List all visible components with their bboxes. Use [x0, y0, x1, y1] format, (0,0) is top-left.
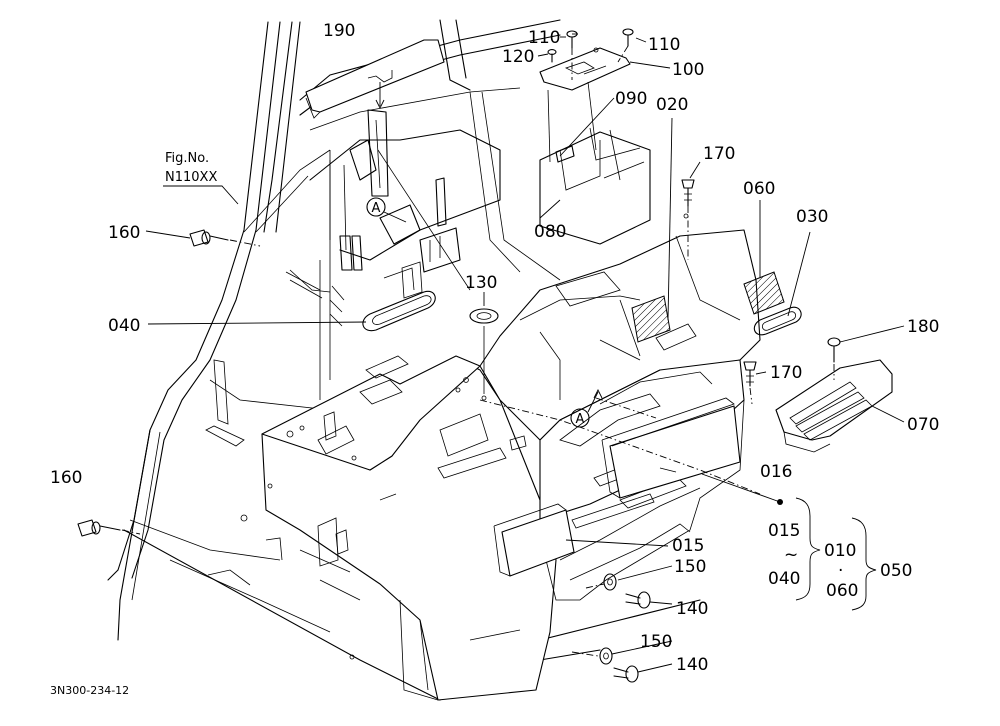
label-160-top: 160	[108, 223, 140, 243]
bolt-160-top	[189, 229, 229, 247]
assembly-brackets	[795, 497, 877, 611]
bolt-140-upper	[625, 591, 651, 609]
fig-no-callout: Fig.No. N110XX	[163, 151, 239, 205]
rear-bracket-assembly	[289, 109, 501, 327]
label-170-top: 170	[703, 144, 735, 164]
washer-150-lower	[599, 647, 613, 665]
part-130-grommet	[469, 292, 499, 394]
part-labels: 190 110 110 120 100 090 020 170 060 030 …	[50, 21, 939, 675]
label-015: 015	[672, 536, 704, 556]
drawing-reference: 3N300-234-12	[50, 684, 129, 697]
label-150-lower: 150	[640, 632, 672, 652]
screw-120	[547, 49, 557, 63]
label-120: 120	[502, 47, 534, 67]
label-range-start: 015	[768, 521, 800, 541]
screw-180	[827, 337, 841, 363]
label-110-left: 110	[528, 28, 560, 48]
label-range-tilde: ~	[784, 545, 798, 565]
part-040-grommet	[362, 267, 436, 332]
label-040: 040	[108, 316, 140, 336]
leader-lines	[145, 33, 905, 673]
label-060: 060	[743, 179, 775, 199]
detail-marker-a-right-label: A	[576, 412, 585, 427]
fig-no-value: N110XX	[165, 170, 217, 185]
label-180: 180	[907, 317, 939, 337]
bolt-140-lower	[613, 665, 639, 683]
part-100-plate	[539, 47, 631, 91]
label-130: 130	[465, 273, 497, 293]
detail-marker-a-left-label: A	[372, 201, 381, 216]
washer-150-upper	[603, 573, 617, 591]
label-range-end: 040	[768, 569, 800, 589]
bolt-160-bottom	[77, 519, 121, 537]
part-020-mat	[631, 295, 671, 343]
label-group-dot: ·	[838, 561, 843, 581]
part-030-grommet	[753, 306, 802, 336]
label-110-right: 110	[648, 35, 680, 55]
clip-170-bottom	[743, 361, 757, 387]
part-016-panel	[601, 397, 741, 499]
label-total-050: 050	[880, 561, 912, 581]
part-190-cover	[305, 39, 445, 119]
label-016: 016	[760, 462, 792, 482]
label-140-lower: 140	[676, 655, 708, 675]
label-160-bottom: 160	[50, 468, 82, 488]
center-lines	[121, 45, 835, 657]
fig-no-caption: Fig.No.	[165, 151, 209, 166]
label-140-upper: 140	[676, 599, 708, 619]
label-170-bottom: 170	[770, 363, 802, 383]
label-group-010: 010	[824, 541, 856, 561]
label-070: 070	[907, 415, 939, 435]
part-080-console	[539, 81, 651, 245]
label-030: 030	[796, 207, 828, 227]
part-015-panel	[493, 503, 575, 577]
label-190: 190	[323, 21, 355, 41]
detail-marker-a-right: A	[570, 388, 603, 428]
part-060-mat	[743, 271, 785, 315]
label-group-060: 060	[826, 581, 858, 601]
label-020: 020	[656, 95, 688, 115]
assembly-labels: 015 ~ 040 010 · 060 050	[768, 521, 912, 601]
detail-marker-a-left: A	[366, 197, 407, 223]
label-080: 080	[534, 222, 566, 242]
label-090: 090	[615, 89, 647, 109]
label-150-upper: 150	[674, 557, 706, 577]
label-100: 100	[672, 60, 704, 80]
part-070-step	[775, 359, 893, 453]
bolt-110-right	[622, 28, 634, 47]
